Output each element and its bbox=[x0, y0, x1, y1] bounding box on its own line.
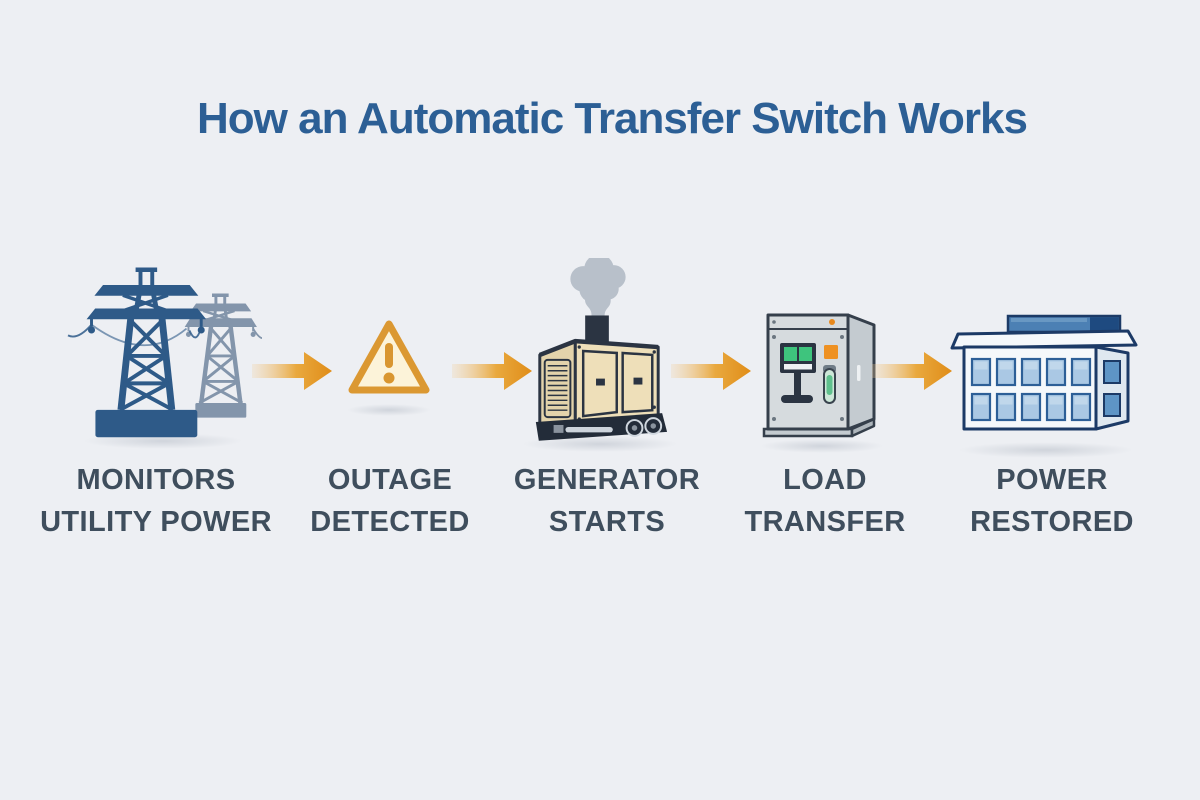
step-1-label-line2: UTILITY POWER bbox=[40, 506, 272, 538]
generator-shadow bbox=[522, 436, 678, 452]
step-3-label: GENERATOR STARTS bbox=[514, 459, 700, 543]
step-5-label-line2: RESTORED bbox=[970, 506, 1134, 538]
step-3-label-line1: GENERATOR bbox=[513, 464, 701, 496]
generator-icon bbox=[535, 258, 668, 441]
right-arrow-icon bbox=[671, 352, 751, 390]
step-4-label: LOAD TRANSFER bbox=[744, 459, 905, 543]
office-building-icon bbox=[950, 314, 1138, 431]
warning-triangle-icon bbox=[348, 320, 430, 394]
right-arrow-icon bbox=[452, 352, 532, 390]
step-2-label: OUTAGE DETECTED bbox=[310, 459, 470, 543]
step-4-label-line2: TRANSFER bbox=[744, 506, 906, 538]
step-2-label-line1: OUTAGE bbox=[327, 464, 453, 496]
right-arrow-icon bbox=[252, 352, 332, 390]
step-3-label-line2: STARTS bbox=[548, 506, 666, 538]
step-1-label: MONITORS UTILITY POWER bbox=[40, 459, 272, 543]
step-4-label-line1: LOAD bbox=[783, 464, 867, 496]
triangle-shadow bbox=[347, 404, 431, 416]
page-title: How an Automatic Transfer Switch Works bbox=[197, 94, 1028, 143]
step-1-label-line1: MONITORS bbox=[76, 464, 236, 496]
step-5-label: POWER RESTORED bbox=[970, 459, 1134, 543]
right-arrow-icon bbox=[872, 352, 952, 390]
transfer-switch-icon bbox=[762, 313, 876, 438]
cabinet-shadow bbox=[760, 439, 884, 453]
step-5-label-line1: POWER bbox=[996, 464, 1108, 496]
building-shadow bbox=[958, 442, 1134, 458]
transmission-towers-icon bbox=[67, 267, 262, 438]
step-2-label-line2: DETECTED bbox=[310, 506, 470, 538]
